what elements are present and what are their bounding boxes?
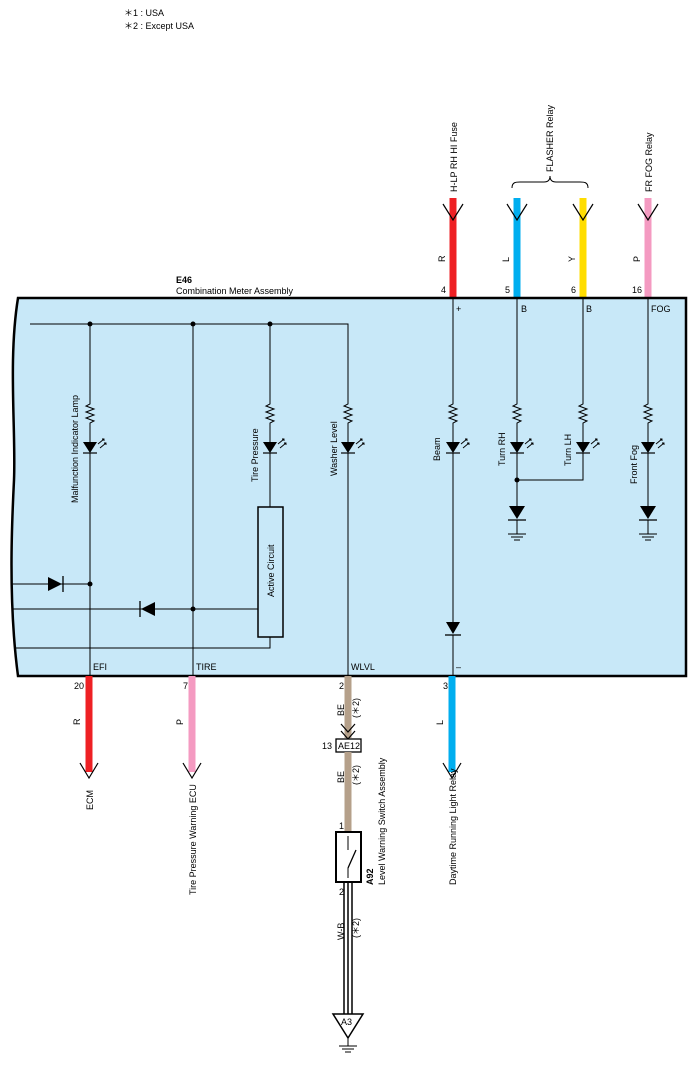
note-except-usa: ＊2 : Except USA xyxy=(124,21,194,31)
meter-panel xyxy=(10,296,688,678)
dest-fog-relay: FR FOG Relay xyxy=(644,132,654,192)
bottom-wire-tire-ecu xyxy=(182,676,202,780)
wire-letter-be-2: BE xyxy=(336,771,346,783)
junction-pin: 13 xyxy=(322,741,332,751)
pin-3: 3 xyxy=(443,681,448,691)
ground-point-label: A3 xyxy=(341,1017,352,1027)
term-b-rh: B xyxy=(521,304,527,314)
label-washer-level: Washer Level xyxy=(329,421,339,476)
label-mil: Malfunction Indicator Lamp xyxy=(70,395,80,503)
turn-circuit xyxy=(507,298,600,541)
pin-6: 6 xyxy=(571,285,576,295)
switch-pin-top: 1 xyxy=(339,821,344,831)
wire-letter-bottom-p: P xyxy=(175,719,185,725)
switch-code: A92 xyxy=(365,868,375,885)
note-usa: ＊1 : USA xyxy=(124,8,164,18)
pin-5: 5 xyxy=(505,285,510,295)
switch-pin-bottom: 2 xyxy=(339,887,344,897)
term-plus: + xyxy=(456,304,461,314)
wire-letter-p: P xyxy=(632,256,642,262)
label-turn-lh: Turn LH xyxy=(563,434,573,466)
wire-letter-r: R xyxy=(437,255,447,262)
note-be-1: (＊2) xyxy=(351,698,361,718)
term-b-lh: B xyxy=(586,304,592,314)
wire-letter-bottom-r: R xyxy=(72,718,82,725)
pin-20: 20 xyxy=(74,681,84,691)
wire-letter-l: L xyxy=(501,257,511,262)
term-efi: EFI xyxy=(93,662,107,672)
flasher-brace xyxy=(511,175,589,189)
bottom-wire-drl xyxy=(442,676,462,780)
pin-16: 16 xyxy=(632,285,642,295)
label-beam: Beam xyxy=(432,437,442,461)
beam-circuit xyxy=(445,298,470,676)
label-turn-rh: Turn RH xyxy=(497,432,507,466)
pin-4: 4 xyxy=(441,285,446,295)
label-active-circuit: Active Circuit xyxy=(266,544,276,597)
component-name: Combination Meter Assembly xyxy=(176,286,294,296)
pin-2: 2 xyxy=(339,681,344,691)
wire-letter-wb: W-B xyxy=(336,923,346,940)
component-code: E46 xyxy=(176,275,192,285)
note-wb: (＊2) xyxy=(351,918,361,938)
label-front-fog: Front Fog xyxy=(629,445,639,484)
top-wire-flasher-l xyxy=(506,198,528,298)
top-wire-fog xyxy=(637,198,659,298)
pin-7: 7 xyxy=(183,681,188,691)
dest-hlp-fuse: H-LP RH HI Fuse xyxy=(449,122,459,192)
left-circuit xyxy=(12,321,365,676)
top-wire-hlp-fuse xyxy=(442,198,464,298)
dest-drl-relay: Daytime Running Light Relay xyxy=(448,768,458,885)
term-fog: FOG xyxy=(651,304,671,314)
term-wlvl: WLVL xyxy=(351,662,375,672)
term-tire: TIRE xyxy=(196,662,217,672)
note-be-2: (＊2) xyxy=(351,765,361,785)
fog-circuit xyxy=(638,298,665,541)
flasher-relay-label: FLASHER Relay xyxy=(545,104,555,172)
dest-tire-ecu: Tire Pressure Warning ECU xyxy=(188,784,198,895)
dest-ecm: ECM xyxy=(85,790,95,810)
washer-branch xyxy=(331,676,365,1053)
switch-name: Level Warning Switch Assembly xyxy=(377,757,387,885)
wire-letter-be-1: BE xyxy=(336,704,346,716)
wire-letter-y: Y xyxy=(567,256,577,262)
junction-code: AE12 xyxy=(338,741,360,751)
wire-letter-bottom-l: L xyxy=(435,720,445,725)
bottom-wire-ecm xyxy=(79,676,99,780)
top-wire-flasher-y xyxy=(572,198,594,298)
label-tire-pressure: Tire Pressure xyxy=(250,428,260,482)
term-minus: – xyxy=(456,662,461,672)
